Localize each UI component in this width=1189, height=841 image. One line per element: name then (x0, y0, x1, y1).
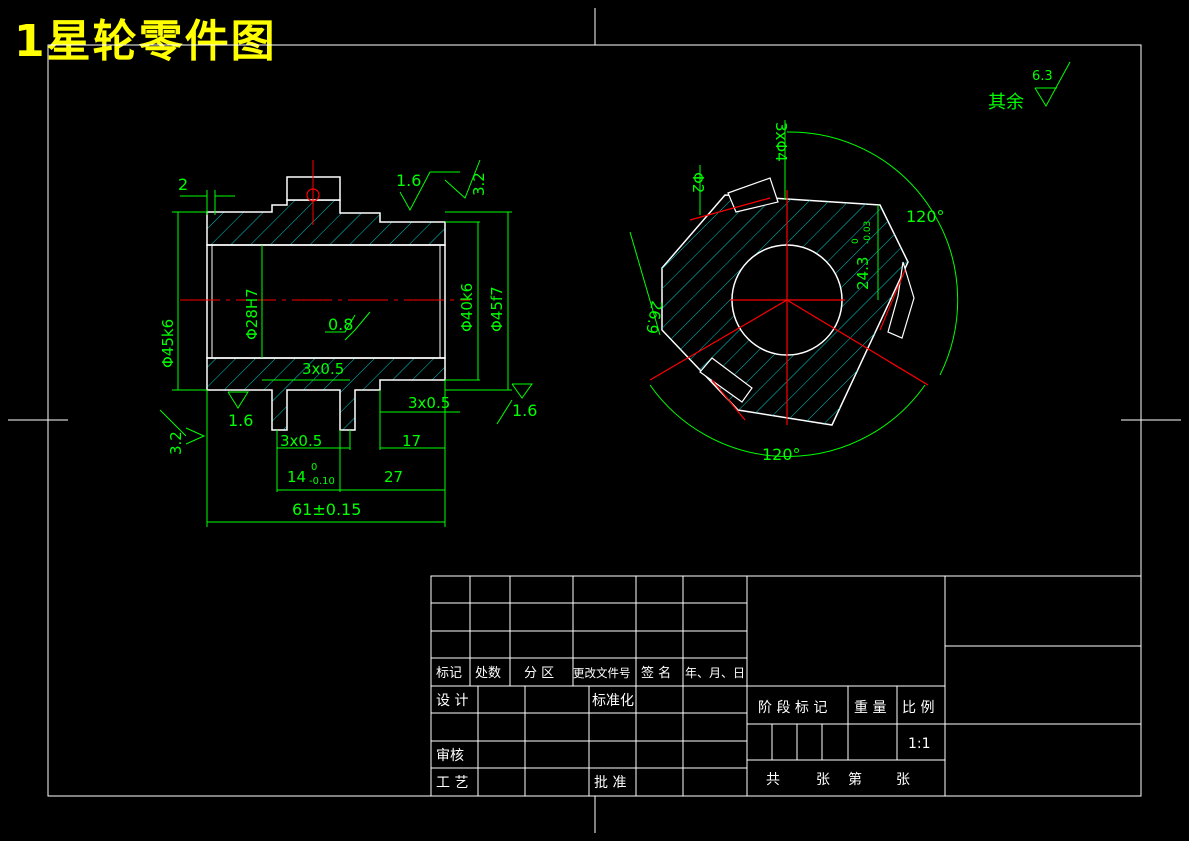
tb-zhang1: 张 (816, 772, 830, 788)
front-view (649, 177, 929, 426)
tb-shenhe: 审核 (436, 748, 464, 764)
dim-24-3: 24.3 (854, 257, 872, 290)
roughness-right-1-6: 1.6 (512, 401, 537, 420)
tb-zhang2: 张 (896, 772, 910, 788)
tb-biaozhunhua: 标准化 (592, 693, 634, 709)
side-view-dimensions (159, 159, 533, 527)
dim-2: 2 (178, 175, 188, 194)
tb-gongyi: 工 艺 (436, 775, 468, 791)
dim-14-upper: 0 (311, 462, 317, 473)
front-view-labels: Φ2 3xΦ4 26.9 24.3 0 -0.03 120° 120° (642, 122, 944, 464)
angle-top: 120° (906, 207, 945, 226)
chamfer-top: 3x0.5 (302, 360, 344, 378)
sheet-frame (8, 8, 1181, 833)
roughness-left-3-2: 3.2 (167, 431, 185, 455)
roughness-bottom-1-6: 1.6 (228, 411, 253, 430)
roughness-other: 其余 6.3 (988, 61, 1071, 113)
tb-date: 年、月、日 (685, 666, 745, 680)
tb-qianming: 签 名 (641, 665, 671, 681)
front-view-dimensions (629, 120, 959, 457)
drawing-title: 1星轮零件图 (14, 16, 277, 67)
side-view-labels: 2 Φ45k6 Φ28H7 Φ40k6 Φ45f7 3x0.5 3x0.5 3x… (159, 171, 537, 519)
angle-bottom: 120° (762, 445, 801, 464)
tb-gong: 共 (766, 772, 780, 788)
tb-gengai: 更改文件号 (573, 666, 631, 680)
dim-14: 14 (287, 468, 306, 486)
dim-24-3-tol-lower: -0.03 (863, 221, 873, 244)
dim-phi45f7: Φ45f7 (488, 286, 506, 332)
roughness-bore-0-8: 0.8 (328, 315, 353, 334)
chamfer-left: 3x0.5 (280, 432, 322, 450)
tb-bili: 比 例 (902, 700, 934, 716)
tb-chushu: 处数 (475, 666, 501, 681)
dim-14-lower: -0.10 (309, 476, 335, 487)
tb-zhongliang: 重 量 (854, 700, 886, 716)
section-top-wall (206, 199, 446, 246)
dim-3-holes: 3xΦ4 (772, 122, 790, 162)
roughness-other-label: 其余 (988, 92, 1024, 113)
tb-jieduan: 阶 段 标 记 (758, 700, 827, 716)
title-block-text: 标记 处数 分 区 更改文件号 签 名 年、月、日 设 计 标准化 审核 工 艺… (436, 665, 934, 791)
title-block-lines (430, 575, 1142, 797)
side-view (180, 160, 470, 431)
roughness-top-3-2: 3.2 (470, 172, 488, 196)
dim-27: 27 (384, 468, 403, 486)
dim-phi2: Φ2 (689, 172, 707, 193)
dim-24-3-tol-upper: 0 (851, 238, 861, 244)
dim-61: 61±0.15 (292, 500, 361, 519)
roughness-other-value: 6.3 (1032, 69, 1053, 84)
chamfer-right: 3x0.5 (408, 394, 450, 412)
dim-phi40k6: Φ40k6 (458, 283, 476, 332)
dim-phi28h7: Φ28H7 (243, 288, 261, 340)
dim-26-9: 26.9 (642, 299, 666, 335)
tb-scale: 1:1 (908, 736, 931, 752)
tb-biaoji: 标记 (436, 666, 462, 681)
dim-phi45k6: Φ45k6 (159, 319, 177, 368)
tb-pizhun: 批 准 (594, 775, 626, 791)
tb-di: 第 (848, 771, 862, 788)
roughness-top-1-6: 1.6 (396, 171, 421, 190)
tb-fenqu: 分 区 (524, 666, 554, 681)
tb-sheji: 设 计 (436, 693, 468, 709)
dim-17: 17 (402, 432, 421, 450)
